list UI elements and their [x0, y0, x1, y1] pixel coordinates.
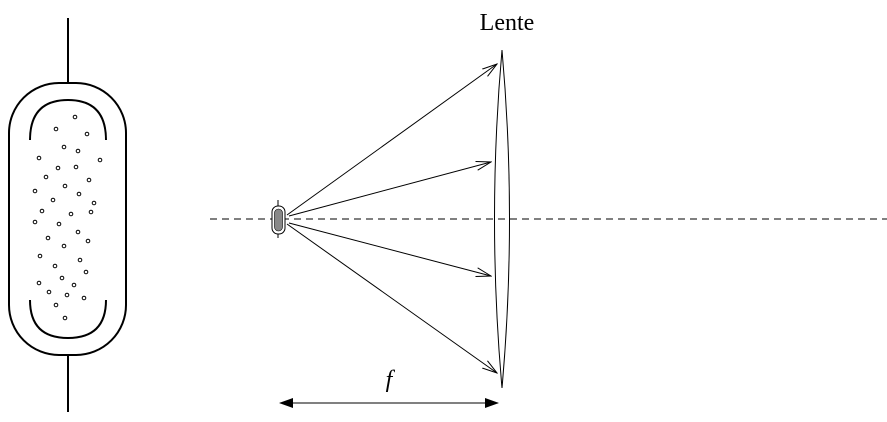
ray-1 — [286, 64, 497, 216]
ray-2 — [288, 162, 491, 217]
ray-4 — [286, 223, 497, 373]
light-rays — [286, 64, 497, 373]
source-particles — [32, 114, 103, 321]
lens — [494, 49, 510, 389]
source-envelope — [8, 82, 127, 356]
small-source — [271, 200, 286, 238]
source-lower-electrode — [29, 299, 107, 340]
ray-3 — [288, 222, 491, 276]
lens-label: Lente — [480, 10, 535, 36]
focal-length-label: f — [386, 367, 396, 393]
source-upper-electrode — [29, 98, 107, 141]
enlarged-source — [8, 18, 127, 412]
